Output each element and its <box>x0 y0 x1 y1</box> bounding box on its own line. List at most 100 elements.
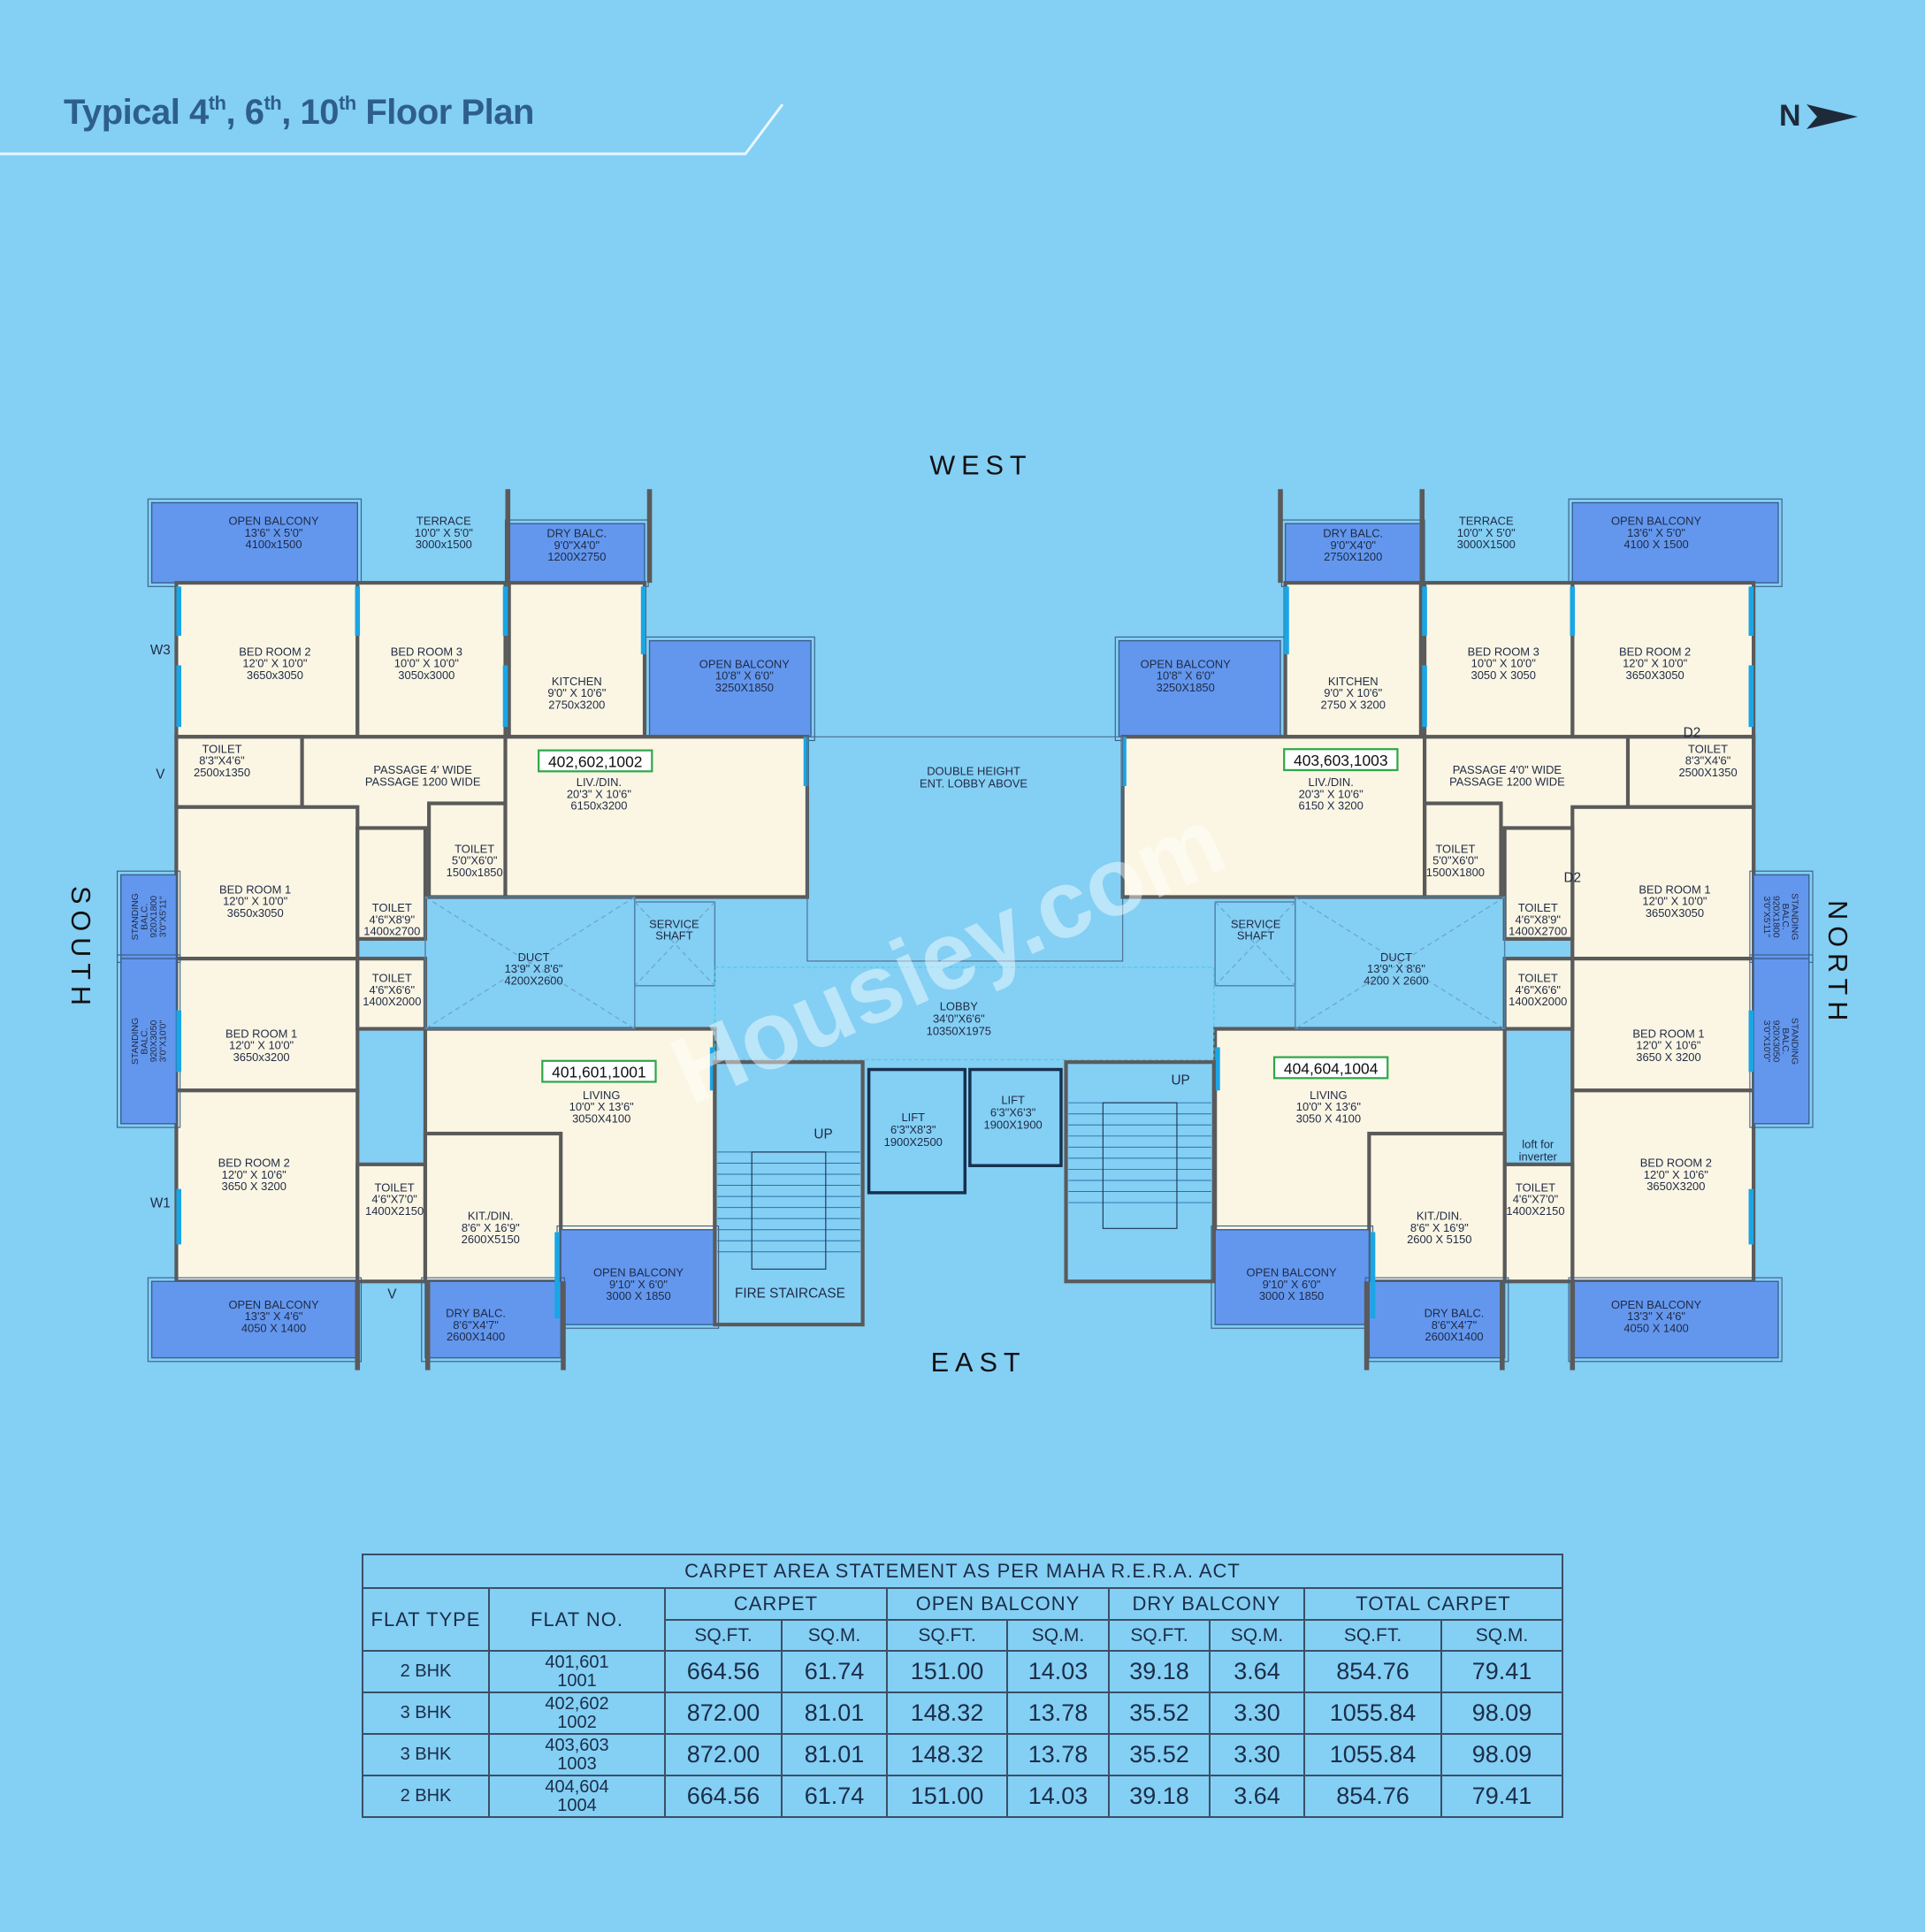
flat-type-cell: 2 BHK <box>362 1775 490 1818</box>
label-line: 3050 X 4100 <box>1296 1111 1361 1125</box>
lobby-area <box>714 966 1215 1060</box>
label-line: inverter <box>1519 1150 1558 1164</box>
label-line: 920X1800 <box>149 896 159 938</box>
label-line: OPEN BALCONY <box>699 657 790 670</box>
label-line: 10'8" X 6'0" <box>1157 669 1215 683</box>
label-line: 6150 X 3200 <box>1298 799 1363 813</box>
area-value-cell: 79.41 <box>1440 1650 1563 1693</box>
label-line: 10'0" X 10'0" <box>394 657 460 670</box>
right-open-balcony-railing <box>1568 1277 1783 1363</box>
label-line: 6150x3200 <box>570 799 627 813</box>
label-line: 920X3050 <box>1770 1020 1780 1063</box>
north-arrow-icon <box>1806 103 1858 129</box>
right-open-balcony-area <box>1118 639 1281 738</box>
label-line: 1400X2150 <box>365 1204 424 1218</box>
label-line: 3650X3050 <box>1626 668 1684 682</box>
label-line: 4200 X 2600 <box>1364 974 1428 987</box>
left-service-shaft-cross <box>634 901 715 987</box>
label-line: DRY BALC. <box>446 1307 506 1320</box>
wall-stub <box>1500 1281 1505 1371</box>
label-line: 10'0" X 13'6" <box>1296 1100 1362 1113</box>
area-value-cell: 79.41 <box>1440 1775 1563 1818</box>
label-line: BED ROOM 3 <box>1468 645 1539 658</box>
title-text: Typical 4 <box>64 93 209 132</box>
window-marker <box>502 586 508 637</box>
right-kitchen-dining-label: KIT./DIN.8'6" X 16'9"2600 X 5150 <box>1407 1210 1471 1246</box>
label-line: 5'0"X6'0" <box>452 854 498 867</box>
left-kitchen-dining-label: KIT./DIN.8'6" X 16'9"2600X5150 <box>462 1210 520 1246</box>
label-line: 13'6" X 5'0" <box>245 526 303 539</box>
direction-east: EAST <box>931 1348 1027 1378</box>
label-line: 3250X1850 <box>715 681 774 694</box>
left-toilet-area <box>355 957 428 1031</box>
label-line: 4200X2600 <box>504 974 562 987</box>
label-line: 3050X4100 <box>572 1111 630 1125</box>
right-dry-balcony-area <box>1368 1280 1506 1359</box>
label-line: TOILET <box>1518 972 1558 985</box>
area-value-cell: 81.01 <box>781 1733 888 1776</box>
label-line: OPEN BALCONY <box>1611 515 1701 528</box>
area-value-cell: 3.30 <box>1209 1733 1305 1776</box>
area-value-cell: 872.00 <box>664 1733 783 1776</box>
label-line: KITCHEN <box>1328 675 1379 688</box>
window-marker <box>1748 1188 1754 1245</box>
label-line: STANDING <box>1789 893 1799 940</box>
left-open-balcony-area <box>560 1229 716 1325</box>
label-line: 3650 X 3200 <box>222 1180 286 1193</box>
left-standing-balcony-label: STANDINGBALC.920X18003'0"X5'11" <box>131 893 168 940</box>
unit-header: SQ.M. <box>1440 1619 1563 1652</box>
door-d2-label: D2 <box>1684 725 1701 740</box>
label-line: 3000X1500 <box>1457 538 1516 551</box>
window-marker <box>176 1188 182 1245</box>
label-line: LIVING <box>583 1088 620 1102</box>
unit-header: SQ.FT. <box>886 1619 1008 1652</box>
label-line: 10350X1975 <box>927 1025 991 1038</box>
right-toilet-area <box>1502 1162 1575 1284</box>
label-line: TOILET <box>1518 901 1558 914</box>
label-line: BED ROOM 3 <box>391 645 462 658</box>
label-line: DRY BALC. <box>1425 1307 1485 1320</box>
fire-staircase-label: FIRE STAIRCASE <box>735 1286 845 1301</box>
label-line: 1400X2150 <box>1506 1204 1564 1218</box>
right-dry-balcony-label: DRY BALC.8'6"X4'7"2600X1400 <box>1425 1307 1485 1343</box>
label-line: TOILET <box>202 742 241 755</box>
col-flat-type: FLAT TYPE <box>362 1587 490 1652</box>
left-standing-balcony-label: STANDINGBALC.920X30503'0"X10'0" <box>131 1018 168 1065</box>
label-line: 3'0"X5'11" <box>1761 896 1771 937</box>
left-service-shaft-area <box>634 901 716 987</box>
left-bedroom-1-area <box>174 957 360 1093</box>
label-line: PASSAGE 1200 WIDE <box>365 775 481 788</box>
left-dry-balcony-area <box>424 1280 561 1359</box>
label-line: LIV./DIN. <box>577 775 622 789</box>
label-line: 3050 X 3050 <box>1471 668 1536 682</box>
label-line: LIFT <box>1001 1094 1025 1107</box>
window-marker <box>709 1047 715 1091</box>
area-value-cell: 61.74 <box>781 1650 888 1693</box>
label-line: 4100 X 1500 <box>1623 538 1688 551</box>
right-dry-balcony-label: DRY BALC.9'0"X4'0"2750X1200 <box>1323 527 1383 563</box>
right-standing-balcony-label: STANDINGBALC.920X30503'0"X10'0" <box>1761 1018 1799 1065</box>
label-line: 1400x2700 <box>363 925 420 938</box>
right-toilet-area <box>1502 826 1575 941</box>
label-line: 2750X1200 <box>1324 550 1382 563</box>
label-line: OPEN BALCONY <box>593 1266 684 1279</box>
flat-no-line: 1003 <box>557 1753 597 1774</box>
label-line: SHAFT <box>1237 929 1275 943</box>
label-line: 3650x3050 <box>247 668 303 682</box>
area-value-cell: 151.00 <box>886 1775 1008 1818</box>
label-line: BED ROOM 1 <box>225 1027 297 1040</box>
label-line: BED ROOM 2 <box>1619 645 1691 658</box>
label-line: STANDING <box>131 893 141 940</box>
label-line: 1500x1850 <box>447 866 503 879</box>
flat-no-line: 402,602 <box>545 1693 609 1714</box>
